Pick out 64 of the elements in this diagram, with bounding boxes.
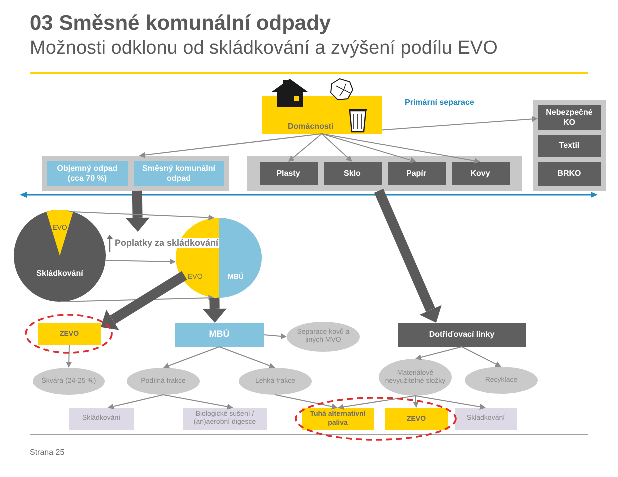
arrow — [60, 295, 215, 302]
arrow — [264, 334, 287, 340]
page-number: Strana 25 — [30, 447, 65, 459]
edge-label: Poplatky za skládkování — [115, 238, 219, 248]
node-label: Nebezpečné KO — [545, 108, 594, 128]
node-label: Objemný odpad (cca 70 %) — [56, 164, 119, 184]
waste-type-box — [47, 161, 128, 186]
arrow — [275, 394, 338, 410]
arrow — [462, 346, 502, 367]
node-label: BRKO — [558, 169, 582, 179]
process-box — [538, 135, 601, 157]
annotation: Primární separace — [405, 97, 474, 109]
process-box — [175, 323, 264, 347]
arrow — [416, 346, 462, 360]
thick-arrow — [374, 189, 442, 323]
arrow — [338, 396, 416, 410]
arrow — [322, 134, 416, 164]
node-label: Papír — [406, 168, 426, 178]
arrow — [413, 396, 419, 408]
arrow — [288, 134, 322, 162]
node-label: Směsný komunální odpad — [142, 164, 217, 184]
process-box — [38, 323, 101, 345]
thick-arrow — [126, 190, 150, 232]
process-box — [388, 162, 446, 185]
process-box — [452, 162, 510, 185]
arrow — [219, 346, 276, 369]
arrow — [382, 116, 538, 131]
arrow — [163, 394, 234, 410]
node-label: Domácnosti — [288, 122, 334, 131]
subtitle: Možnosti odklonu od skládkování a zvýšení podílu EVO — [30, 38, 498, 60]
waste-type-box — [134, 161, 224, 186]
process-box — [538, 162, 601, 186]
node-label: Plasty — [276, 168, 300, 178]
arrow — [164, 346, 220, 369]
arrow — [68, 211, 215, 221]
destination-box — [183, 408, 267, 430]
landfill-pie-circle — [14, 210, 106, 302]
process-box — [260, 162, 318, 185]
arrow — [415, 396, 486, 410]
arrow — [106, 258, 176, 265]
node-label: Textil — [559, 141, 580, 151]
node-label: Skládkování — [36, 268, 84, 280]
process-box — [302, 408, 374, 430]
process-box — [538, 105, 601, 130]
arrow — [108, 394, 164, 410]
arrow — [139, 134, 322, 158]
node-label: MBÚ — [209, 328, 230, 342]
group-panel — [533, 100, 606, 191]
process-box — [385, 408, 448, 430]
arrow — [66, 344, 72, 368]
destination-box — [455, 408, 517, 430]
node-label: Sklo — [344, 168, 361, 178]
thick-arrow — [202, 298, 227, 323]
node-label: Kovy — [470, 168, 490, 178]
destination-box — [69, 408, 134, 430]
thick-arrow — [101, 271, 188, 330]
arrow — [322, 134, 352, 162]
arrow — [322, 134, 480, 164]
node-label: Dotřiďovací linky — [429, 330, 495, 340]
process-box — [324, 162, 382, 185]
group-panel — [42, 156, 229, 191]
group-panel — [247, 156, 522, 191]
process-box — [398, 323, 526, 347]
title: 03 Směsné komunální odpady — [30, 12, 332, 36]
